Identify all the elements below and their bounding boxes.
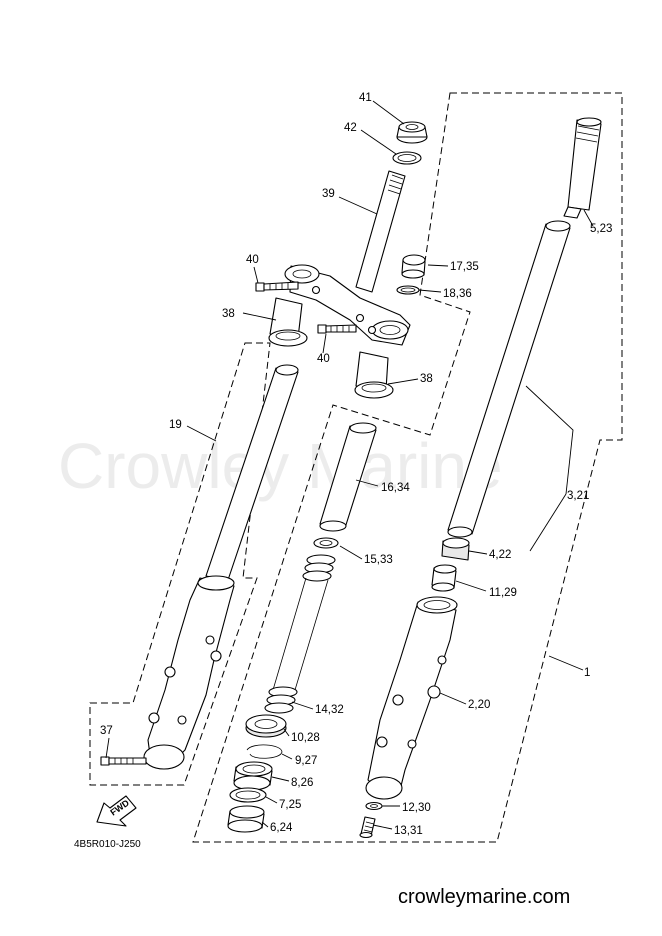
callout-2-20: 2,20: [468, 699, 490, 711]
pinch-bolt-40-upper: [255, 281, 299, 292]
spacer-16-34: [319, 422, 377, 532]
outer-tube-2-20: [365, 596, 458, 800]
axle-pinch-bolt-37: [100, 756, 147, 766]
callout-39: 39: [322, 188, 335, 200]
callout-41: 41: [359, 92, 372, 104]
leader-lines: [105, 100, 594, 830]
dust-seal-10-28: [245, 714, 287, 738]
fork-protector-38-right: [354, 351, 394, 399]
callout-38-left: 38: [222, 308, 235, 320]
callout-13-31: 13,31: [394, 825, 423, 837]
steering-stem-39: [355, 170, 406, 293]
callout-18-36: 18,36: [443, 288, 472, 300]
fwd-arrow-icon: FWD: [96, 795, 137, 827]
oil-seal-8-26: [233, 761, 273, 791]
callout-42: 42: [344, 122, 357, 134]
slide-bushing-11-29: [431, 564, 457, 592]
callout-10-28: 10,28: [291, 732, 320, 744]
callout-38-right: 38: [420, 373, 433, 385]
pinch-bolt-40-lower: [317, 324, 357, 334]
stopper-ring-9-27: [246, 744, 283, 759]
washer-15-33: [313, 537, 339, 549]
diagram-code: 4B5R010-J250: [74, 839, 141, 850]
callout-37: 37: [100, 725, 113, 737]
oil-lock-piece-4-22: [441, 537, 470, 561]
watermark-text: Crowley Marine: [58, 430, 503, 502]
callout-8-26: 8,26: [291, 777, 313, 789]
damper-rod-5-23: [563, 117, 602, 219]
callout-40-lower: 40: [317, 353, 330, 365]
o-ring-18-36: [396, 285, 420, 295]
fork-protector-38-left: [268, 297, 308, 347]
copper-washer-12-30: [365, 801, 383, 811]
washer-7-25: [229, 787, 267, 803]
right-fork-assembly-outline: [192, 92, 623, 843]
callout-12-30: 12,30: [402, 802, 431, 814]
callout-19: 19: [169, 419, 182, 431]
callout-16-34: 16,34: [381, 482, 410, 494]
left-outer-tube: [143, 575, 235, 770]
site-name: crowleymarine.com: [398, 886, 570, 908]
callout-7-25: 7,25: [279, 799, 301, 811]
under-bracket: [284, 264, 411, 346]
cap-bolt-41: [396, 121, 428, 144]
callout-5-23: 5,23: [590, 223, 612, 235]
callout-17-35: 17,35: [450, 261, 479, 273]
slide-bushing-6-24: [227, 805, 265, 833]
cap-bolt-17-35: [401, 254, 426, 279]
callout-9-27: 9,27: [295, 755, 317, 767]
callout-11-29: 11,29: [489, 587, 517, 599]
callout-3-21: 3,21: [567, 490, 589, 502]
callout-6-24: 6,24: [270, 822, 293, 834]
callout-14-32: 14,32: [315, 704, 344, 716]
fork-spring-14-32: [264, 554, 336, 714]
callout-15-33: 15,33: [364, 554, 393, 566]
callout-40-upper: 40: [246, 254, 259, 266]
damper-rod-bolt-13-31: [359, 816, 376, 839]
callout-4-22: 4,22: [489, 549, 511, 561]
o-ring-42: [392, 151, 422, 165]
inner-tube-3-21: [447, 220, 571, 538]
callout-1: 1: [584, 667, 590, 679]
